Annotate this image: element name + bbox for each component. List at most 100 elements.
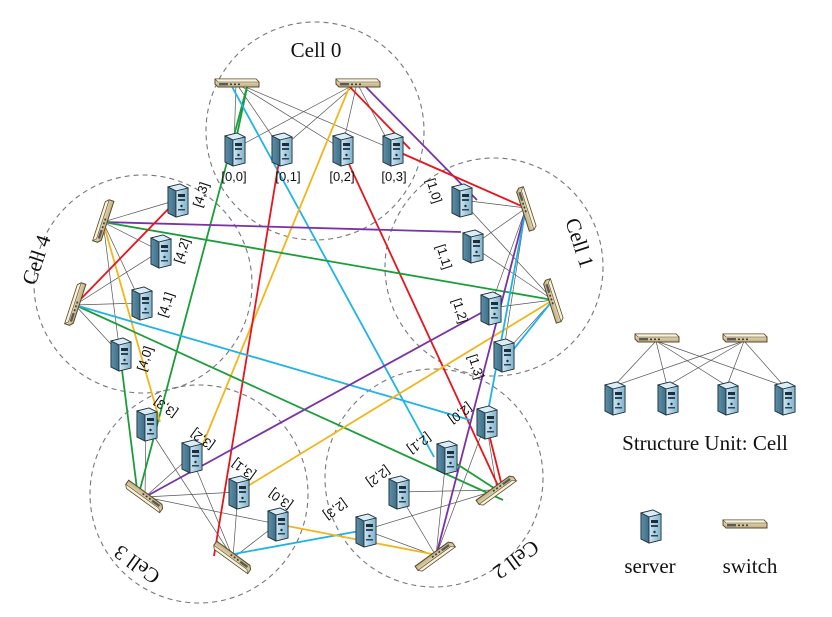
- legend-cell-server-icon: [604, 381, 626, 416]
- internal-link-1-0-1: [460, 199, 554, 301]
- internal-link-4-2-1: [74, 250, 161, 306]
- server-icon: [110, 337, 132, 372]
- inter-cell-link-18: [435, 207, 527, 557]
- inter-cell-link-4: [361, 82, 478, 201]
- internal-link-1-1-1: [471, 245, 554, 301]
- switch-icon: [335, 78, 381, 88]
- cell-2-title: Cell 2: [489, 535, 544, 584]
- legend-link-3-0: [655, 340, 785, 387]
- server-label-3-0: [3,0]: [266, 486, 295, 513]
- cell-4-boundary: [33, 174, 253, 394]
- inter-cell-link-8: [341, 148, 501, 491]
- internal-link-4-3-0: [102, 199, 178, 223]
- legend-switch-icon: [722, 519, 768, 529]
- inter-cell-link-2: [229, 82, 435, 458]
- internal-link-1-2-0: [489, 207, 527, 309]
- internal-link-3-0-1: [144, 496, 278, 525]
- server-icon: [131, 286, 153, 321]
- server-icon: [332, 132, 354, 167]
- inter-cell-link-7: [213, 148, 282, 557]
- internal-link-3-3-0: [145, 423, 234, 559]
- switch-icon: [515, 186, 538, 232]
- switch-icon: [414, 539, 456, 574]
- legend-cell-nodes: [604, 333, 796, 416]
- cell-1-title: Cell 1: [560, 215, 599, 271]
- internal-link-0-1-1: [280, 82, 358, 150]
- internal-link-0-3-0: [235, 82, 393, 150]
- cell-2-boundary: [324, 368, 544, 588]
- internal-link-4-0-0: [102, 221, 121, 355]
- inter-cell-link-9: [102, 221, 462, 233]
- legend-cell-switch-icon: [634, 333, 680, 343]
- server-label-4-2: [4,2]: [171, 236, 193, 265]
- server-label-2-1: [2,1]: [405, 430, 434, 457]
- server-label-4-1: [4,1]: [155, 290, 177, 319]
- server-icon: [493, 338, 515, 373]
- server-icon: [451, 183, 473, 218]
- legend: Structure Unit: Cell server switch: [604, 333, 796, 578]
- legend-cell-server-icon: [657, 381, 679, 416]
- server-icon: [388, 475, 410, 510]
- server-label-4-0: [4,0]: [134, 344, 156, 373]
- server-label-0-1: [0,1]: [275, 169, 300, 184]
- server-label-1-3: [1,3]: [465, 352, 487, 381]
- legend-cell-links: [613, 340, 785, 387]
- legend-cell-server-icon: [717, 381, 739, 416]
- internal-link-4-1-1: [74, 302, 142, 306]
- nodes: [64, 78, 565, 575]
- inter-cell-link-17: [144, 307, 491, 498]
- inter-cell-link-15: [237, 299, 554, 493]
- legend-switch-label: switch: [723, 554, 778, 578]
- server-icon: [136, 407, 158, 442]
- legend-link-3-1: [743, 340, 785, 387]
- server-label-0-3: [0,3]: [381, 169, 406, 184]
- server-label-1-0: [1,0]: [423, 176, 445, 205]
- server-icon: [476, 405, 498, 440]
- server-label-1-1: [1,1]: [433, 242, 455, 271]
- server-icon: [150, 234, 172, 269]
- server-label-4-3: [4,3]: [190, 180, 212, 209]
- inter-cell-link-14: [74, 304, 471, 421]
- inter-cell-link-6: [391, 148, 527, 209]
- server-label-0-2: [0,2]: [329, 169, 354, 184]
- server-icon: [224, 132, 246, 167]
- server-icon: [436, 440, 458, 475]
- switch-icon: [92, 198, 115, 244]
- internal-link-0-2-0: [235, 82, 343, 150]
- server-icon: [167, 183, 189, 218]
- server-label-2-3: [2,3]: [321, 496, 350, 523]
- structure-unit-label: Structure Unit: Cell: [622, 431, 788, 455]
- legend-server-label: server: [624, 554, 675, 578]
- internal-link-2-0-1: [435, 421, 487, 557]
- internal-link-0-0-1: [233, 82, 358, 150]
- server-icon: [480, 291, 502, 326]
- cell-3-boundary: [89, 384, 309, 604]
- legend-link-1-0: [655, 340, 668, 387]
- switch-icon: [211, 540, 253, 575]
- switch-icon: [64, 281, 87, 327]
- legend-link-2-1: [726, 340, 745, 387]
- legend-link-2-0: [655, 340, 728, 387]
- server-icon: [355, 513, 377, 548]
- cell-boundaries: [33, 21, 604, 604]
- server-icon: [462, 229, 484, 264]
- server-icon: [271, 132, 293, 167]
- inter-cell-link-21: [222, 529, 366, 557]
- inter-cell-link-13: [74, 304, 504, 501]
- cell-0-title: Cell 0: [291, 38, 342, 62]
- internal-link-3-2-0: [190, 455, 234, 559]
- cell-3-title: Cell 3: [109, 540, 164, 589]
- legend-link-0-0: [613, 340, 657, 387]
- inter-cell-link-12: [74, 199, 178, 306]
- legend-link-0-1: [613, 340, 745, 387]
- server-label-0-0: [0,0]: [221, 169, 246, 184]
- server-label-1-2: [1,2]: [449, 296, 471, 325]
- internal-link-2-3-0: [364, 489, 498, 531]
- legend-link-1-1: [666, 340, 745, 387]
- inter-cell-link-3: [197, 82, 352, 457]
- legend-server-icon: [640, 509, 662, 544]
- inter-cell-link-10: [102, 221, 554, 301]
- legend-cell-switch-icon: [722, 333, 768, 343]
- cell-4-title: Cell 4: [17, 232, 56, 288]
